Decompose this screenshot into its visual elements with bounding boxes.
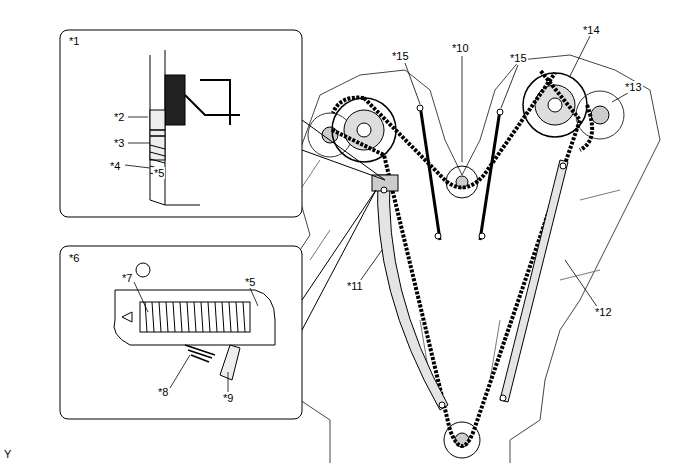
- callout-number: *15: [391, 50, 410, 62]
- callout-number: *7: [121, 272, 133, 284]
- callout-number: *5: [153, 167, 165, 179]
- callout-number: *15: [509, 52, 528, 64]
- callout-number: *3: [113, 137, 125, 149]
- callout-number: *6: [68, 252, 80, 264]
- callout-number: Y: [3, 448, 12, 460]
- callout-number: *9: [222, 392, 234, 404]
- callout-number: *11: [346, 280, 364, 292]
- callout-number: *5: [244, 276, 256, 288]
- callout-number: *10: [451, 42, 470, 54]
- callout-number: *13: [624, 81, 643, 93]
- callout-number: *2: [113, 111, 125, 123]
- callout-number: *12: [594, 306, 613, 318]
- callout-number: *4: [109, 160, 121, 172]
- callout-number: *14: [582, 24, 601, 36]
- callout-number: *1: [68, 35, 80, 47]
- callout-number: *8: [157, 386, 169, 398]
